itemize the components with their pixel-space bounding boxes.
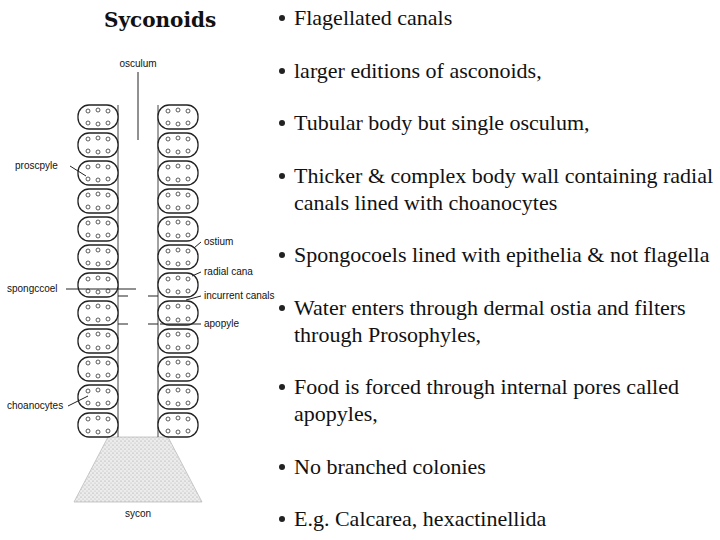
bullet-item: Food is forced through internal pores ca… <box>278 373 714 427</box>
bullet-dot <box>279 173 285 179</box>
part-label: sycon <box>124 508 152 520</box>
bullet-list: Flagellated canals larger editions of asc… <box>278 4 714 532</box>
part-label: incurrent canals <box>203 290 276 302</box>
bullet-text: No branched colonies <box>294 454 486 479</box>
bullet-dot <box>279 384 285 390</box>
bullet-text: Water enters through dermal ostia and fi… <box>294 295 686 347</box>
bullet-item: Tubular body but single osculum, <box>278 109 714 136</box>
slide-title: Syconoids <box>104 8 216 32</box>
bullet-item: No branched colonies <box>278 453 714 480</box>
bullet-item: Spongocoels lined with epithelia & not f… <box>278 241 714 268</box>
bullet-text: E.g. Calcarea, hexactinellida <box>294 506 546 531</box>
bullet-item: E.g. Calcarea, hexactinellida <box>278 505 714 532</box>
part-label: radial cana <box>203 266 254 278</box>
bullet-text: Spongocoels lined with epithelia & not f… <box>294 242 709 267</box>
bullet-dot <box>279 516 285 522</box>
bullet-item: Water enters through dermal ostia and fi… <box>278 294 714 348</box>
bullet-text: Food is forced through internal pores ca… <box>294 374 679 426</box>
bullet-dot <box>279 305 285 311</box>
part-label: osculum <box>118 58 157 70</box>
part-label: spongccoel <box>6 283 59 295</box>
part-label: choanocytes <box>6 400 64 412</box>
bullet-item: Flagellated canals <box>278 4 714 31</box>
part-label: apopyle <box>203 318 240 330</box>
part-label: ostium <box>203 236 234 248</box>
bullet-text: larger editions of asconoids, <box>294 58 542 83</box>
bullet-dot <box>279 464 285 470</box>
bullet-dot <box>279 120 285 126</box>
bullet-dot <box>279 252 285 258</box>
part-label: proscpyle <box>14 160 59 172</box>
bullet-item: Thicker & complex body wall containing r… <box>278 162 714 216</box>
bullet-text: Flagellated canals <box>294 5 452 30</box>
bullet-dot <box>279 15 285 21</box>
bullet-dot <box>279 68 285 74</box>
bullet-item: larger editions of asconoids, <box>278 57 714 84</box>
bullet-text: Tubular body but single osculum, <box>294 110 590 135</box>
bullet-text: Thicker & complex body wall containing r… <box>294 163 713 215</box>
